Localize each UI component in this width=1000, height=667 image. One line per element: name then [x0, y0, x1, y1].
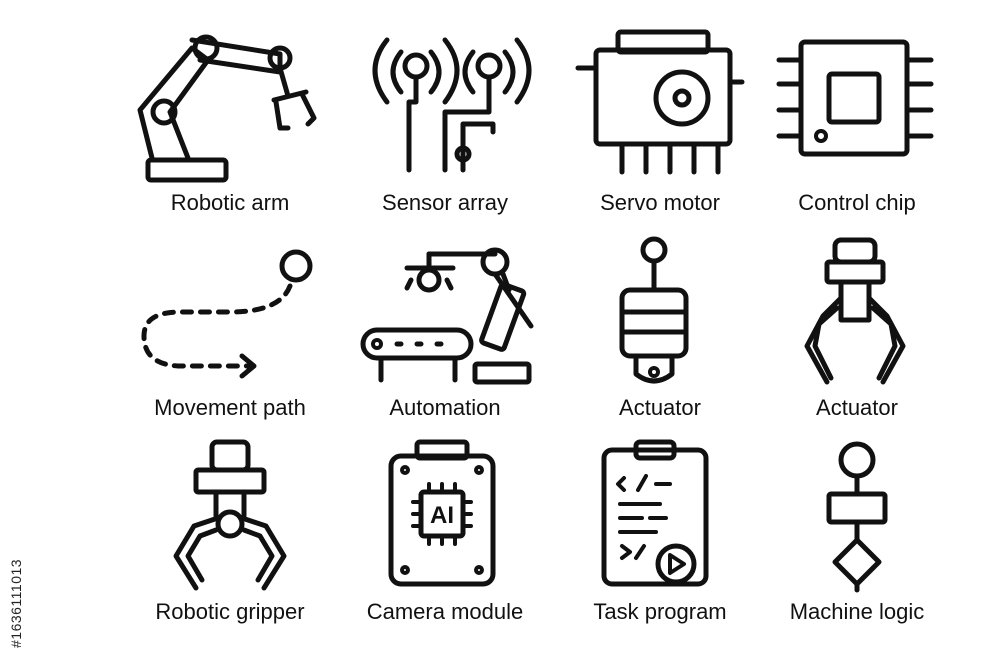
task-program-icon	[601, 439, 709, 587]
camera-module-icon: AI	[388, 439, 496, 587]
icon-tile-task-program: Task program	[560, 432, 760, 632]
icon-tile-automation: Automation	[345, 228, 545, 428]
icon-label: Servo motor	[600, 190, 720, 215]
icon-label: Task program	[593, 599, 727, 624]
icon-label: Camera module	[366, 599, 524, 624]
icon-tile-sensor-array: Sensor array	[345, 20, 545, 220]
icon-label: Robotic arm	[170, 190, 290, 215]
automation-icon	[360, 247, 534, 385]
robotic-arm-icon	[137, 34, 317, 183]
sensor-array-icon	[372, 37, 532, 173]
icon-label: Movement path	[154, 395, 306, 420]
movement-path-icon	[141, 249, 313, 379]
icon-tile-robotic-arm: Robotic arm	[130, 20, 330, 220]
stock-id-text: #1636111013	[8, 558, 24, 648]
control-chip-icon	[776, 39, 934, 157]
icon-label: Robotic gripper	[155, 599, 305, 624]
icon-tile-actuator: Actuator	[560, 228, 760, 428]
icon-tile-control-chip: Control chip	[757, 20, 957, 220]
chip-ai-text: AI	[430, 502, 454, 529]
icon-label: Actuator	[619, 395, 701, 420]
icon-tile-servo-motor: Servo motor	[560, 20, 760, 220]
icon-tile-camera-module: AI Camera module	[345, 432, 545, 632]
icon-tile-gripper-actuator: Actuator	[757, 228, 957, 428]
icon-label: Control chip	[798, 190, 916, 215]
servo-motor-icon	[575, 29, 745, 175]
icon-label: Actuator	[816, 395, 898, 420]
gripper-actuator-icon	[804, 237, 906, 385]
icon-tile-machine-logic: Machine logic	[757, 432, 957, 632]
icon-tile-robotic-gripper: Robotic gripper	[130, 432, 330, 632]
icon-tile-movement-path: Movement path	[130, 228, 330, 428]
icon-label: Automation	[389, 395, 501, 420]
icon-label: Sensor array	[382, 190, 508, 215]
robotic-gripper-icon	[173, 439, 287, 591]
machine-logic-icon	[826, 441, 888, 593]
actuator-icon	[619, 236, 689, 384]
icon-label: Machine logic	[789, 599, 925, 624]
